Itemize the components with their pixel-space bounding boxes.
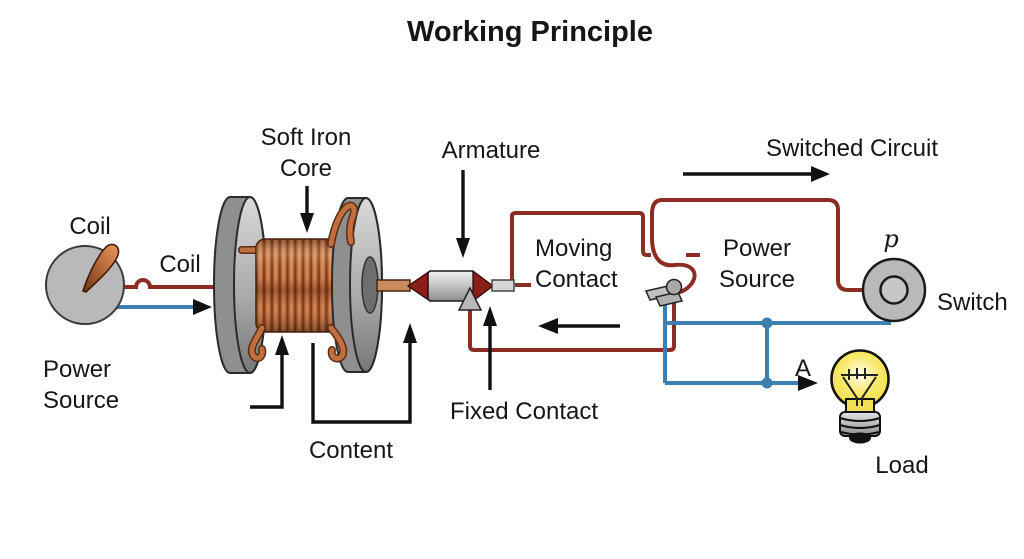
load-arrowhead [798,375,818,391]
bulb-neck [845,398,875,414]
bulb-filament [841,368,878,406]
switch-symbol [861,257,927,323]
label-load: Load [875,452,928,479]
armature-support-triangle [457,286,483,311]
wire-blue-to-switch [665,293,891,325]
label-power-source-left-line1: Power [43,356,111,383]
coil-tail [249,325,265,361]
label-fixed-contact: Fixed Contact [450,398,598,425]
switched-circuit-wires [468,198,893,391]
wire-moving-contact [510,211,651,280]
armature-symbol [406,269,515,311]
right-flange-hole [361,256,379,314]
label-switch: Switch [937,289,1008,316]
bulb-thread [839,424,881,429]
label-content: Content [309,437,393,464]
label-soft-iron-core-line2: Core [280,155,332,182]
wire-contact-hook [650,214,697,295]
contact-ball [665,278,683,296]
load-bulb-symbol [830,349,890,444]
power-source-pointer [82,243,120,293]
label-moving-contact-line1: Moving [535,235,612,262]
junction-dot [761,377,773,389]
armature-rod [491,279,515,292]
label-power-source-left-line2: Source [43,387,119,414]
arrow-soft-iron-core [300,186,314,233]
annotation-arrows [250,166,830,424]
wire-top-run [650,198,893,292]
label-soft-iron-core-line1: Soft Iron [261,124,352,151]
coil-tail [328,203,357,247]
arrow-armature [456,170,470,258]
arrow-content-bracket [311,323,417,424]
wire-power-to-coil [85,278,216,289]
switch-inner [879,275,909,305]
bulb-thread [839,417,881,422]
arrow-switched-circuit [683,166,830,182]
arrow-pull-left [538,318,620,334]
bulb-cap [849,432,871,444]
label-coil-wire: Coil [159,251,200,278]
arrow-coil-elbow [250,335,289,409]
label-armature: Armature [442,137,541,164]
label-switched-circuit: Switched Circuit [766,135,938,162]
contact-assembly [644,278,684,307]
armature-left-cone [406,269,431,303]
arrow-fixed-contact [483,306,497,390]
coil-symbol [213,196,411,374]
label-power-source-right-line2: Source [719,266,795,293]
junction-dot [761,317,773,329]
power-source-symbol [45,243,125,325]
diagram-title: Working Principle [407,16,653,48]
coil-tail [328,325,346,361]
label-coil-component: Coil [69,213,110,240]
label-power-source-right-line1: Power [723,235,791,262]
current-direction-arrowhead [193,299,212,315]
label-p-marker: p [883,225,898,253]
armature-right-cone [472,269,495,303]
label-moving-contact-line2: Contact [535,266,618,293]
coil-winding-shading [256,239,338,332]
wire-fixed-contact [468,299,676,352]
core-shaft [376,279,411,292]
label-a-marker: A [795,355,811,382]
